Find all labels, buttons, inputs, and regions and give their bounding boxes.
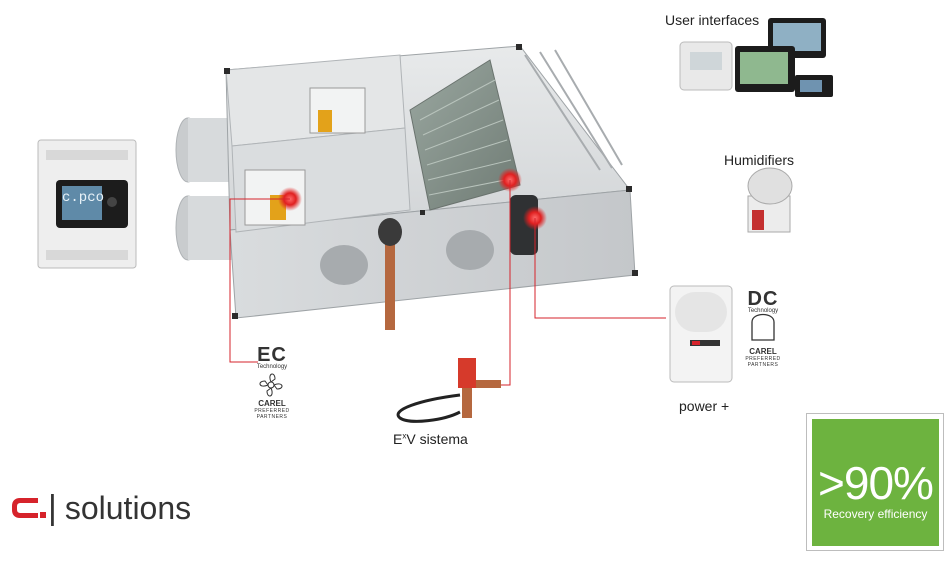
brand-separator: |: [48, 489, 57, 527]
connector-ec: [229, 198, 290, 363]
recovery-efficiency-badge: >90% Recovery efficiency: [806, 413, 944, 551]
ec-logo-title: EC: [257, 344, 287, 366]
compressor-icon: [751, 313, 775, 341]
dc-technology-logo: DC Technology CAREL PREFERRED PARTNERS: [743, 288, 783, 368]
ec-logo-carel: CAREL: [258, 399, 286, 408]
dc-logo-partners: PARTNERS: [747, 362, 779, 368]
eev-valve-on-unit: [378, 218, 402, 330]
humidifier-device: [747, 167, 793, 233]
label-eev-rest: V sistema: [406, 431, 468, 447]
dc-logo-preferred: PREFERRED: [745, 356, 781, 362]
dc-logo-title: DC: [747, 288, 779, 310]
recovery-efficiency-panel: >90% Recovery efficiency: [812, 419, 939, 546]
recovery-efficiency-label: Recovery efficiency: [823, 507, 928, 521]
label-eev-sup: x: [402, 431, 407, 441]
ec-logo-technology: Technology: [256, 364, 288, 370]
dc-logo-technology: Technology: [747, 308, 779, 314]
ec-logo-preferred: PREFERRED: [254, 408, 290, 414]
label-eev-e: E: [393, 431, 403, 447]
ahu-body: [224, 44, 638, 319]
brand-solutions: | solutions: [48, 488, 191, 528]
cpco-controller: [37, 139, 137, 269]
power-plus-drive: [669, 285, 733, 383]
label-eev: ExV sistema: [393, 431, 468, 447]
label-humidifiers: Humidifiers: [724, 152, 795, 168]
label-power-plus: power +: [679, 398, 730, 414]
dc-logo-carel: CAREL: [749, 347, 777, 356]
ec-logo-partners: PARTNERS: [256, 414, 288, 420]
ec-technology-logo: EC Technology CAREL PREFERRED PARTNERS: [252, 344, 292, 420]
brand-text: solutions: [64, 489, 192, 526]
controller-screen-text: c.pco: [62, 190, 105, 206]
label-user-interfaces: User interfaces: [665, 12, 760, 28]
eev-product: [396, 358, 501, 423]
carel-logo-mark: [12, 498, 46, 518]
connector-dc: [534, 218, 666, 319]
user-interface-devices: [679, 18, 833, 97]
recovery-efficiency-value: >90%: [818, 457, 934, 509]
fan-icon: [259, 373, 283, 397]
